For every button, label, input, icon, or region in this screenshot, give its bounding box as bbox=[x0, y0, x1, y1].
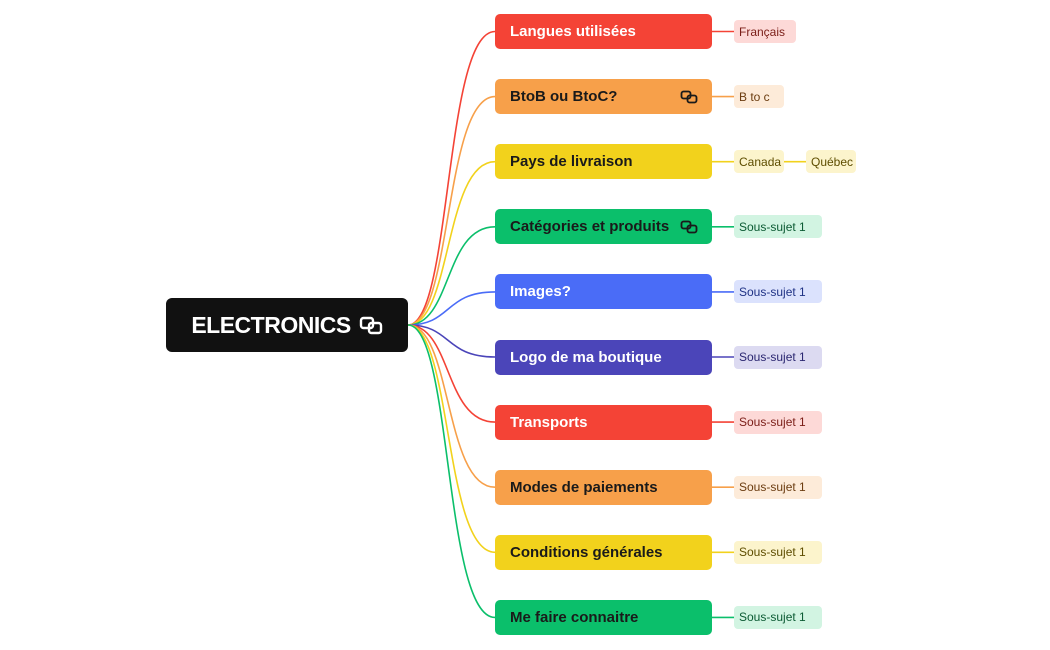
branch-connector bbox=[407, 226, 496, 326]
branch-topic[interactable]: Images? bbox=[495, 274, 712, 310]
branch-topic-label: Catégories et produits bbox=[510, 218, 670, 236]
branch-topic[interactable]: Transports bbox=[495, 404, 712, 440]
subtopic[interactable]: Français bbox=[734, 20, 796, 43]
branch-topic[interactable]: Modes de paiements bbox=[495, 469, 712, 505]
branch-connector bbox=[407, 95, 496, 326]
subtopic[interactable]: B to c bbox=[734, 85, 784, 109]
linked-topic-icon[interactable] bbox=[680, 220, 698, 234]
branch-topic[interactable]: Pays de livraison bbox=[495, 144, 712, 180]
branch-topic-label: Langues utilisées bbox=[510, 23, 636, 40]
subtopic[interactable]: Sous-sujet 1 bbox=[734, 540, 822, 564]
branch-topic[interactable]: Logo de ma boutique bbox=[495, 339, 712, 375]
subtopic[interactable]: Canada bbox=[734, 150, 784, 174]
branch-connector bbox=[407, 324, 496, 423]
branch-connector bbox=[407, 291, 496, 326]
branch-topic-label: Pays de livraison bbox=[510, 153, 633, 171]
branch-topic[interactable]: Catégories et produits bbox=[495, 209, 712, 245]
branch-connector bbox=[407, 324, 496, 488]
subtopic[interactable]: Sous-sujet 1 bbox=[734, 280, 822, 304]
branch-topic-label: BtoB ou BtoC? bbox=[510, 88, 618, 106]
branch-connector bbox=[407, 324, 496, 619]
root-topic-label: ELECTRONICS bbox=[191, 311, 351, 338]
branch-topic-label: Conditions générales bbox=[510, 543, 663, 561]
branch-topic-label: Transports bbox=[510, 413, 588, 431]
branch-topic[interactable]: Langues utilisées bbox=[495, 14, 712, 49]
subtopic[interactable]: Sous-sujet 1 bbox=[734, 345, 822, 369]
branch-topic[interactable]: BtoB ou BtoC? bbox=[495, 79, 712, 115]
branch-topic[interactable]: Me faire connaitre bbox=[495, 599, 712, 635]
subtopic[interactable]: Sous-sujet 1 bbox=[734, 605, 822, 629]
subtopic[interactable]: Québec bbox=[806, 150, 856, 174]
branch-connector bbox=[407, 30, 496, 326]
linked-topic-icon[interactable] bbox=[680, 90, 698, 104]
branch-connector bbox=[407, 324, 496, 358]
branch-topic-label: Me faire connaitre bbox=[510, 608, 639, 626]
subtopic[interactable]: Sous-sujet 1 bbox=[734, 475, 822, 499]
branch-connector bbox=[407, 324, 496, 554]
branch-topic-label: Logo de ma boutique bbox=[510, 348, 662, 366]
subtopic[interactable]: Sous-sujet 1 bbox=[734, 215, 822, 239]
branch-connector bbox=[407, 160, 496, 326]
branch-topic-label: Images? bbox=[510, 283, 571, 301]
branch-topic[interactable]: Conditions générales bbox=[495, 534, 712, 570]
subtopic[interactable]: Sous-sujet 1 bbox=[734, 410, 822, 434]
linked-topic-icon[interactable] bbox=[359, 315, 383, 335]
root-topic[interactable]: ELECTRONICS bbox=[166, 298, 408, 352]
branch-topic-label: Modes de paiements bbox=[510, 478, 658, 496]
